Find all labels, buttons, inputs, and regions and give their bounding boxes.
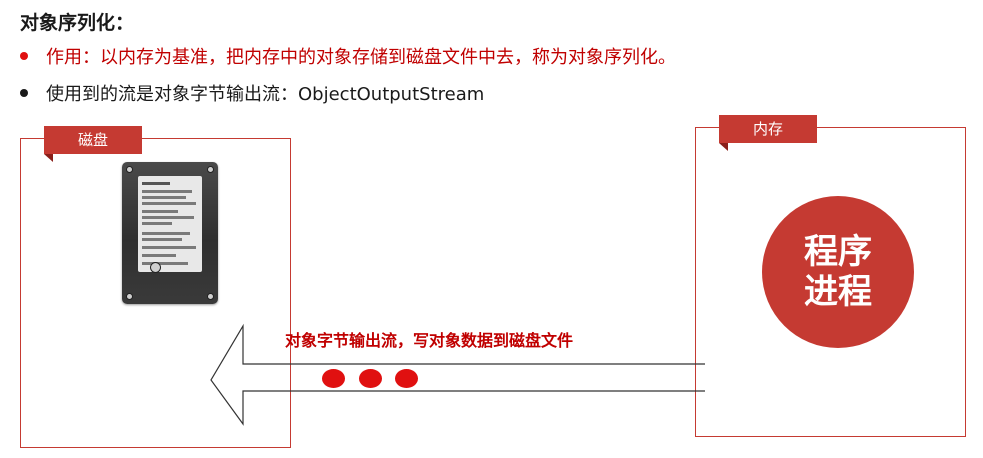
circle-text-line2: 进程: [804, 272, 872, 312]
circle-text-line1: 程序: [804, 232, 872, 272]
disk-box: [20, 138, 291, 448]
bullet-item-purpose: 作用：以内存为基准，把内存中的对象存储到磁盘文件中去，称为对象序列化。: [20, 43, 676, 69]
memory-box: [695, 127, 966, 437]
bullet-text-purpose: 作用：以内存为基准，把内存中的对象存储到磁盘文件中去，称为对象序列化。: [46, 47, 676, 68]
data-dot-3: [395, 369, 418, 388]
memory-tag-fold: [719, 143, 728, 151]
page-title: 对象序列化：: [20, 12, 135, 34]
disk-tag-fold: [44, 154, 53, 162]
bullet-text-stream: 使用到的流是对象字节输出流：ObjectOutputStream: [46, 84, 485, 105]
bullet-item-stream: 使用到的流是对象字节输出流：ObjectOutputStream: [20, 80, 484, 106]
hard-drive-icon: [122, 162, 218, 304]
data-dot-1: [322, 369, 345, 388]
memory-label-tag: 内存: [719, 115, 817, 143]
arrow-outline: [210, 323, 705, 426]
hard-drive-sticker: [138, 176, 202, 272]
bullet-dot-icon: [20, 89, 28, 97]
program-process-circle: 程序 进程: [762, 196, 914, 348]
bullet-dot-icon: [20, 52, 28, 60]
data-dot-2: [359, 369, 382, 388]
arrow-label: 对象字节输出流，写对象数据到磁盘文件: [285, 331, 574, 350]
disk-label-tag: 磁盘: [44, 126, 142, 154]
